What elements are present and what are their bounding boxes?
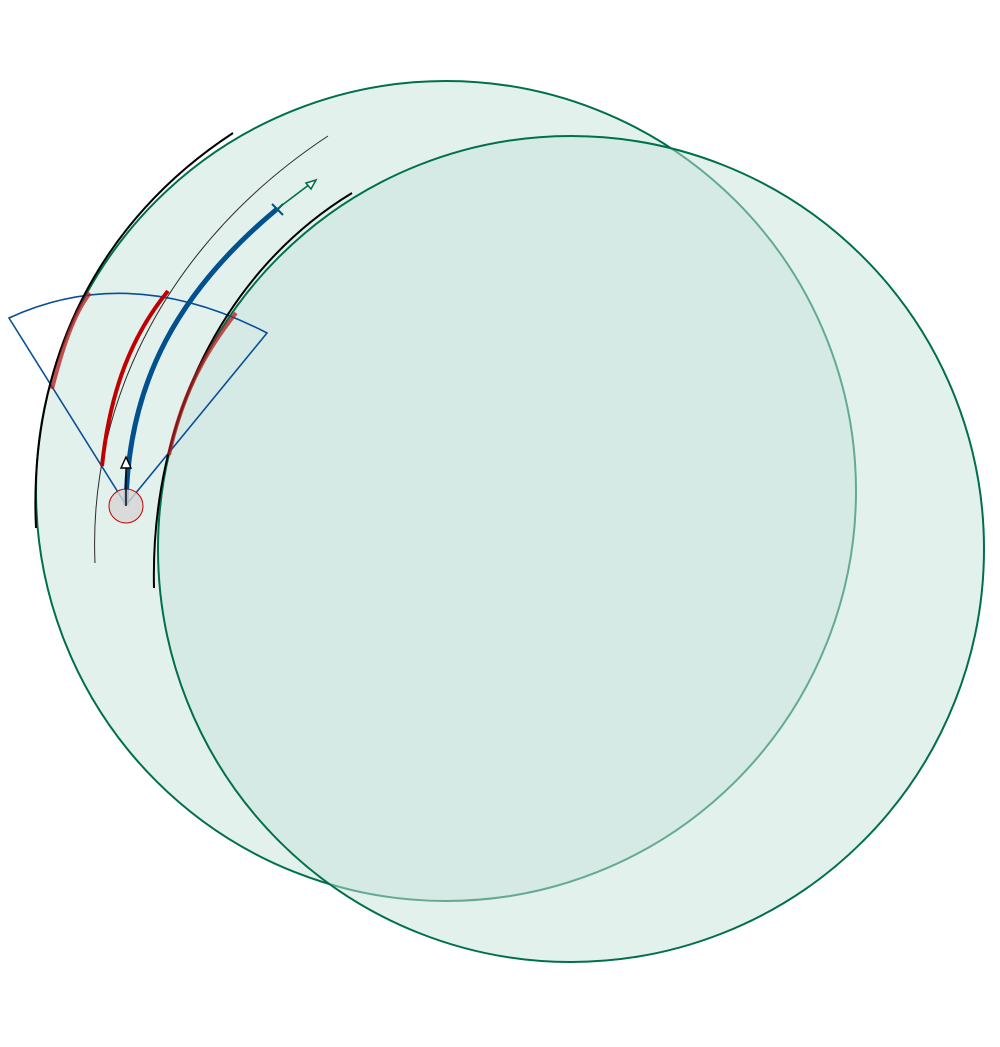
planned-path (123, 207, 279, 506)
coverage-circle-right (157, 135, 985, 963)
overlap-segment-right (167, 311, 238, 456)
overlap-segment-center (100, 289, 170, 467)
ego-vehicle-marker (108, 455, 144, 524)
lane-centerline (94, 135, 329, 564)
lane-boundary-left (34, 132, 234, 529)
overlap-segment-left (50, 291, 92, 390)
heading-arrow-icon (276, 178, 318, 210)
field-of-view-sector (7, 292, 269, 507)
